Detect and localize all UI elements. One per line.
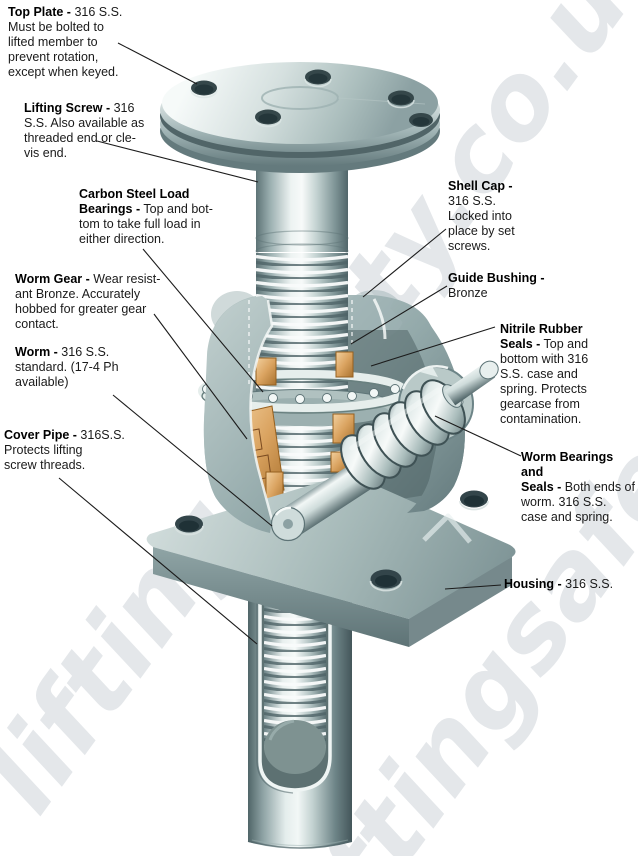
leader-worm-bearings bbox=[434, 415, 522, 457]
label-guide-bushing-desc: Bronze bbox=[448, 286, 488, 300]
label-load-bearings: Carbon Steel Load Bearings - Top and bot… bbox=[79, 187, 264, 247]
label-guide-bushing: Guide Bushing - Bronze bbox=[448, 271, 578, 301]
pipe-cutaway bbox=[256, 598, 332, 794]
leader-guide-bushing bbox=[350, 285, 448, 345]
label-worm: Worm - 316 S.S. standard. (17-4 Ph avail… bbox=[15, 345, 165, 390]
leader-top-plate bbox=[117, 42, 198, 85]
worm-shaft bbox=[270, 360, 499, 542]
label-guide-bushing-name: Guide Bushing - bbox=[448, 271, 545, 285]
leader-lifting-screw bbox=[96, 140, 259, 183]
label-worm-gear-desc: Wear resist- ant Bronze. Accurately hobb… bbox=[15, 272, 161, 331]
label-load-bearings-name: Carbon Steel Load Bearings - bbox=[79, 187, 190, 216]
label-worm-bearings: Worm Bearings and Seals - Both ends of w… bbox=[521, 450, 638, 525]
label-cover-pipe-desc: 316S.S. Protects lifting screw threads. bbox=[4, 428, 125, 472]
label-worm-gear: Worm Gear - Wear resist- ant Bronze. Acc… bbox=[15, 272, 205, 332]
label-nitrile-seals-desc: Top and bottom with 316 S.S. case and sp… bbox=[500, 337, 589, 426]
label-worm-bearings-name: Worm Bearings and Seals - bbox=[521, 450, 614, 494]
label-lifting-screw: Lifting Screw - 316 S.S. Also available … bbox=[24, 101, 204, 161]
leader-cover-pipe bbox=[58, 477, 258, 645]
cover-pipe bbox=[247, 592, 353, 849]
label-housing-desc: 316 S.S. bbox=[561, 577, 614, 591]
worm-spiral bbox=[340, 379, 466, 490]
label-worm-bearings-desc: Both ends of worm. 316 S.S. case and spr… bbox=[521, 480, 635, 524]
label-shell-cap: Shell Cap - 316 S.S. Locked into place b… bbox=[448, 179, 558, 254]
label-housing-name: Housing - bbox=[504, 577, 562, 591]
label-load-bearings-desc: Top and bot- tom to take full load in ei… bbox=[79, 202, 213, 246]
top-plate-bolt-holes bbox=[190, 69, 433, 128]
label-cover-pipe-name: Cover Pipe - bbox=[4, 428, 77, 442]
label-lifting-screw-desc: 316 S.S. Also available as threaded end … bbox=[24, 101, 145, 160]
label-top-plate-name: Top Plate - bbox=[8, 5, 71, 19]
housing-left-wall bbox=[203, 296, 387, 533]
label-nitrile-seals-name: Nitrile Rubber Seals - bbox=[500, 322, 583, 351]
label-worm-desc: 316 S.S. standard. (17-4 Ph available) bbox=[15, 345, 119, 389]
leader-housing bbox=[444, 584, 502, 590]
cutaway-edge-right bbox=[372, 298, 387, 340]
guide-bushing-left bbox=[255, 357, 277, 386]
label-top-plate-desc: 316 S.S. Must be bolted to lifted member… bbox=[8, 5, 123, 79]
base-rib-highlight bbox=[422, 513, 472, 544]
leader-load-bearings bbox=[142, 248, 264, 393]
leader-lines bbox=[58, 42, 522, 645]
leader-shell-cap bbox=[362, 228, 447, 298]
screw-bottom-end bbox=[264, 720, 326, 774]
label-worm-gear-name: Worm Gear - bbox=[15, 272, 90, 286]
label-cover-pipe: Cover Pipe - 316S.S. Protects lifting sc… bbox=[4, 428, 154, 473]
base-bolt-holes bbox=[174, 490, 489, 592]
leader-nitrile-seals bbox=[370, 326, 496, 367]
label-nitrile-seals: Nitrile Rubber Seals - Top and bottom wi… bbox=[500, 322, 630, 427]
label-worm-name: Worm - bbox=[15, 345, 58, 359]
label-shell-cap-desc: 316 S.S. Locked into place by set screws… bbox=[448, 194, 515, 253]
label-lifting-screw-name: Lifting Screw - bbox=[24, 101, 111, 115]
shell-cap-right-shoulder bbox=[344, 290, 404, 340]
leader-worm-gear bbox=[153, 313, 248, 440]
label-top-plate: Top Plate - 316 S.S. Must be bolted to l… bbox=[8, 5, 178, 80]
housing-right-wall bbox=[390, 299, 465, 513]
guide-bushing-right bbox=[335, 351, 354, 378]
label-shell-cap-name: Shell Cap - bbox=[448, 179, 513, 193]
top-plate bbox=[160, 62, 440, 173]
label-housing: Housing - 316 S.S. bbox=[504, 577, 638, 592]
leader-worm bbox=[112, 394, 273, 527]
cutaway-edge-left bbox=[249, 299, 274, 521]
